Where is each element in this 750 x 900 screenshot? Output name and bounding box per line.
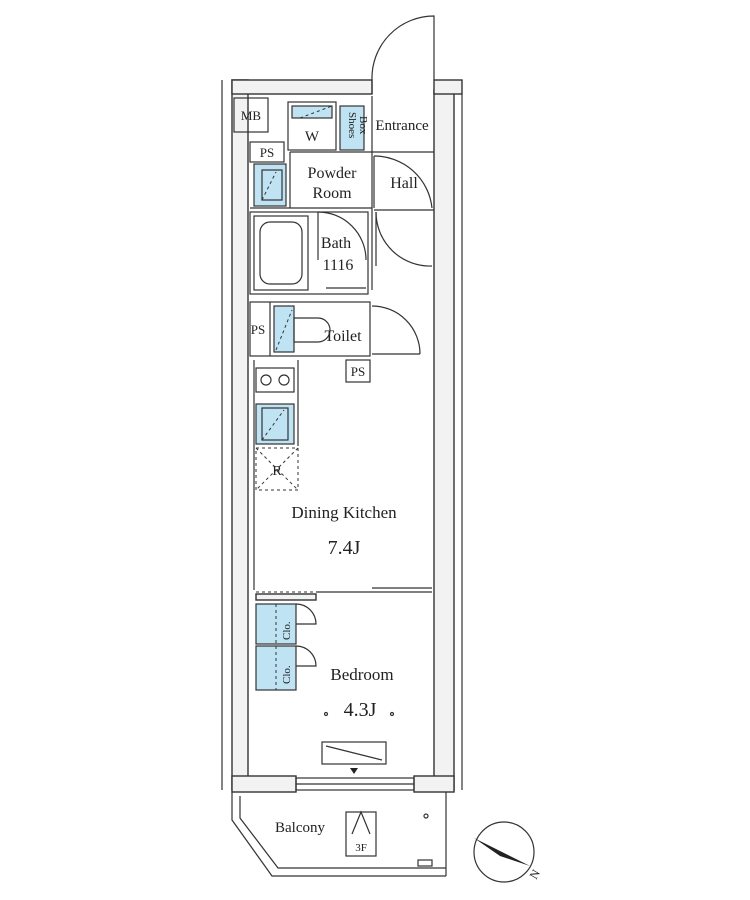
mb-box: MB — [233, 97, 269, 133]
hall-label: Hall — [390, 175, 418, 192]
bedroom-label: Bedroom — [330, 665, 393, 684]
entrance-door — [371, 15, 435, 290]
kitchen-counter: R — [253, 360, 299, 590]
dining-kitchen-size: 7.4J — [328, 537, 361, 559]
toilet-room: PS Toilet — [249, 301, 421, 357]
air-conditioner — [321, 741, 387, 774]
ps-top: PS — [249, 141, 285, 163]
bedroom-size: 4.3J — [344, 699, 377, 721]
floor-label: 3F — [355, 842, 367, 854]
shoes-box-label-2: Box — [357, 116, 369, 135]
ps-kitchen: PS — [345, 359, 371, 383]
closet-label-1: Clo. — [281, 621, 293, 640]
bath: Bath 1116 — [249, 211, 369, 295]
balcony: Balcony 3F — [231, 792, 447, 877]
washer-space: W — [287, 101, 337, 151]
shoes-box-label-1: Shoes — [346, 112, 358, 138]
dining-kitchen-label: Dining Kitchen — [291, 503, 397, 522]
outer-walls — [221, 79, 463, 793]
mb-label: MB — [241, 108, 262, 123]
closets: Clo. Clo. — [255, 603, 317, 691]
powder-room-label-2: Room — [312, 185, 352, 202]
compass-icon: N — [473, 821, 543, 883]
bath-label-2: 1116 — [323, 257, 354, 274]
toilet-label: Toilet — [324, 328, 362, 345]
hall: Hall — [373, 155, 434, 267]
balcony-label: Balcony — [275, 820, 325, 836]
kitchen-bedroom-divider — [255, 587, 432, 601]
bath-label-1: Bath — [321, 235, 351, 252]
closet-label-2: Clo. — [281, 665, 293, 684]
powder-room: Powder Room — [250, 151, 372, 209]
compass-north-label: N — [526, 867, 543, 882]
ps-toilet-label: PS — [251, 322, 265, 337]
balcony-window — [295, 777, 415, 791]
powder-room-label-1: Powder — [308, 165, 358, 182]
shoes-box: Shoes Box — [339, 105, 369, 151]
entrance-label: Entrance — [375, 118, 429, 134]
washer-label: W — [305, 129, 320, 145]
ps-top-label: PS — [260, 145, 274, 160]
ps-kitchen-label: PS — [351, 364, 365, 379]
fridge-label: R — [272, 464, 282, 479]
